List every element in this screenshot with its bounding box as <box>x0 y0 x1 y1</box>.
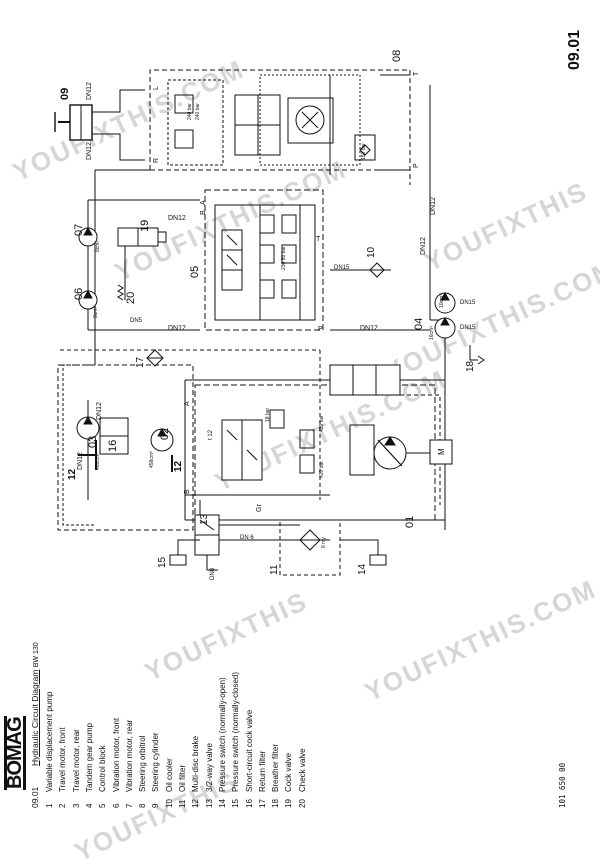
diagram-label-n12a: 12 <box>67 468 78 480</box>
diagram-label-disp-gear-pump: 16cm³ <box>429 326 435 340</box>
diagram-label-port-Gr: Gr <box>256 504 263 512</box>
diagram-label-port-L: L <box>153 86 160 90</box>
diagram-label-n15: 15 <box>157 556 168 568</box>
diagram-label-n12b: 12 <box>173 460 184 472</box>
diagram-label-dn12-g: DN12 <box>360 325 378 332</box>
diagram-label-port-R: R <box>153 157 160 163</box>
diagram-label-relief-230: 230 80 bar <box>281 246 287 270</box>
control-block <box>204 189 324 331</box>
cock-valve <box>117 227 167 247</box>
diagram-label-dn12-c: DN12 <box>168 215 186 222</box>
diagram-label-n01: 01 <box>404 515 416 528</box>
return-filter <box>146 349 164 367</box>
diagram-label-port-B2: B <box>184 489 191 494</box>
hydraulic-schematic <box>54 69 485 576</box>
diagram-label-motor-M: M <box>437 448 446 455</box>
diagram-label-dn15-a: DN15 <box>334 265 350 271</box>
pipe <box>92 89 145 113</box>
diagram-label-disp-motor-front: 458cm³ <box>149 451 155 468</box>
diagram-label-n17: 17 <box>135 356 146 368</box>
diagram-label-n11: 11 <box>269 564 280 575</box>
diagram-label-dn12-a: DN12 <box>86 82 93 100</box>
variable-displacement-pump <box>194 364 453 521</box>
oil-cooler <box>363 262 391 278</box>
diagram-label-n05: 05 <box>189 265 201 278</box>
diagram-label-dn12-e: DN12 <box>430 197 437 215</box>
diagram-label-port-T2: T <box>316 236 321 243</box>
tandem-gear-pump <box>434 291 456 339</box>
travel-motors-group <box>57 364 194 531</box>
diagram-label-dn12-b: DN12 <box>86 142 93 160</box>
vibration-motor-front <box>78 289 98 310</box>
breather-filter <box>469 345 485 365</box>
pipe <box>92 133 145 161</box>
diagram-label-dn8: DN8 <box>210 567 216 580</box>
diagram-label-dn12-d: DN12 <box>168 325 186 332</box>
diagram-label-relief-18: 18 bar <box>265 407 271 422</box>
diagram-label-disp-vib-rear: 8cm³ <box>95 240 101 252</box>
vibration-motor-rear <box>78 226 98 247</box>
diagram-label-disp-vib-front: 8cm³ <box>93 306 99 318</box>
diagram-label-n07: 07 <box>73 223 85 236</box>
check-valve <box>117 284 124 301</box>
diagram-label-relief-420b: 420 bar <box>319 461 325 478</box>
diagram-label-disp-motor-rear: 466cm³ <box>95 453 101 470</box>
pipe <box>430 319 446 530</box>
diagram-label-n19: 19 <box>139 219 151 232</box>
diagram-label-dn12-f: DN12 <box>420 237 427 255</box>
steering-orbitrol <box>167 74 410 175</box>
diagram-label-n09: 09 <box>59 87 71 100</box>
diagram-label-port-P2: P <box>318 326 323 333</box>
diagram-label-n20: 20 <box>125 291 137 304</box>
orbitrol-boundary <box>149 69 411 185</box>
diagram-label-n04: 04 <box>413 317 425 330</box>
diagram-label-port-B1: B <box>200 210 207 215</box>
diagram-label-relief-420a: 420 bar <box>319 415 325 432</box>
diagram-label-n06: 06 <box>73 287 85 300</box>
diagram-label-relief-240a: 240 bar <box>187 103 193 120</box>
diagram-label-port-P1: P <box>413 163 420 168</box>
diagram-label-n14: 14 <box>357 563 368 575</box>
diagram-label-filter-rating: 8 my <box>321 537 327 548</box>
pressure-switch-normally-closed <box>169 539 200 566</box>
three-two-way-valve <box>194 514 220 571</box>
diagram-label-n18: 18 <box>465 360 476 372</box>
diagram-label-port-T1: T <box>413 71 420 76</box>
diagram-label-relief-t12: t 12 <box>208 429 214 440</box>
diagram-label-dn12-h: DN12 <box>96 402 103 420</box>
diagram-label-dn12-i: DN12 <box>77 452 84 470</box>
diagram-label-n16: 16 <box>107 439 119 452</box>
diagram-label-n02: 02 <box>159 427 171 440</box>
diagram-label-disp-gear-pump2: 10cm³ <box>439 294 445 308</box>
diagram-label-port-A1: A <box>200 200 207 205</box>
oil-filter <box>279 519 341 576</box>
diagram-label-n03: 03 <box>87 435 99 448</box>
diagram-label-port-A2: A <box>184 401 191 406</box>
manual-page: YOUFIXTHIS.COM YOUFIXTHIS.COM YOUFIXTHIS… <box>4 30 600 867</box>
diagram-label-n08: 08 <box>391 49 403 62</box>
diagram-label-relief-150: 150 bar <box>361 143 367 160</box>
diagram-label-n13: 13 <box>199 513 210 525</box>
diagram-label-relief-240b: 240 bar <box>195 103 201 120</box>
diagram-label-dn5: DN5 <box>130 318 143 324</box>
pressure-switch-normally-open <box>340 539 387 566</box>
diagram-label-dn15-b: DN15 <box>460 300 476 306</box>
diagram-label-dn15-c: DN15 <box>460 325 476 331</box>
steering-cylinder <box>54 89 145 161</box>
diagram-label-dn6: DN 6 <box>240 535 254 541</box>
diagram-label-n10: 10 <box>366 246 377 258</box>
